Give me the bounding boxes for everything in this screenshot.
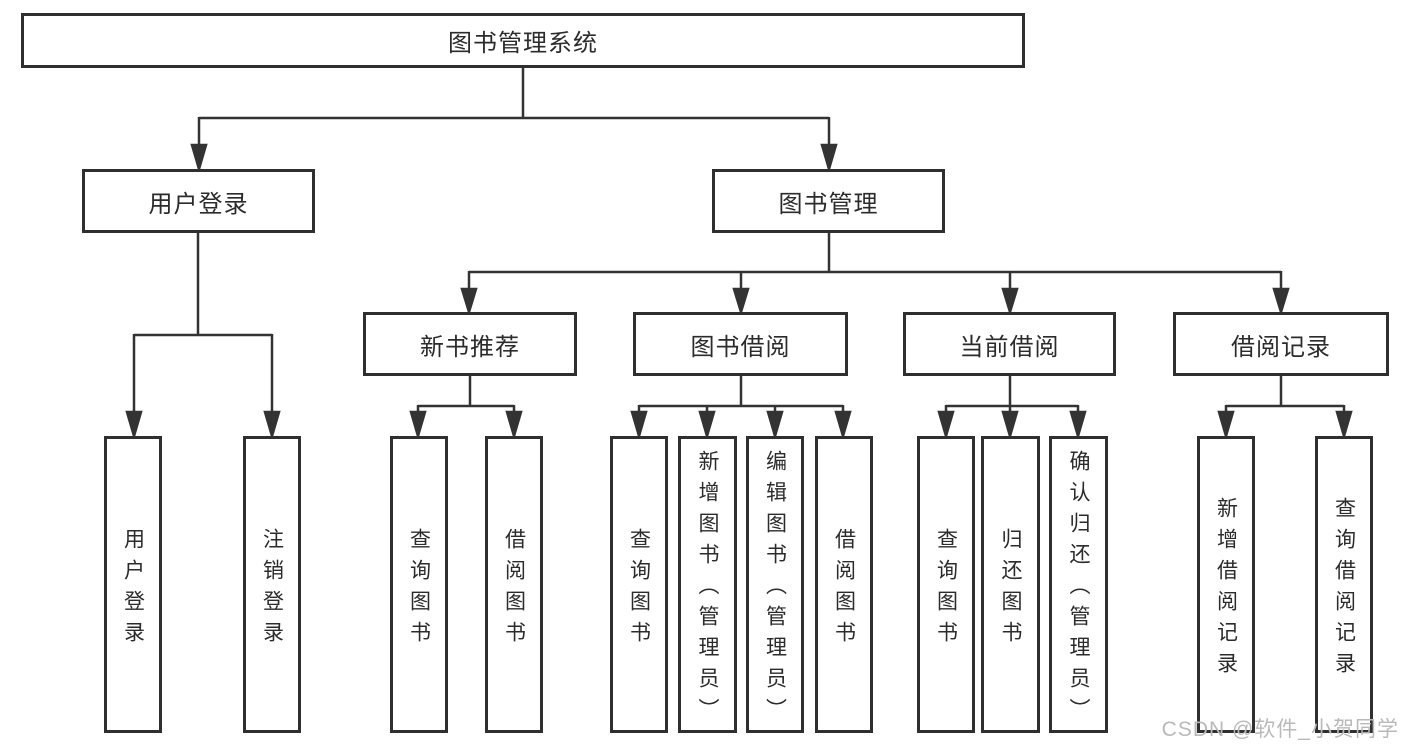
leaf-add-borrow-record: 新增借阅记录 (1197, 436, 1255, 733)
connector-root-to-level2 (190, 68, 838, 174)
leaf-edit-books-admin: 编辑图书（管理员） (746, 436, 804, 733)
node-new-book-recommend: 新书推荐 (363, 312, 577, 376)
connector-current-borrowing-children (937, 376, 1087, 441)
connector-book-borrowing-children (630, 376, 852, 441)
leaf-confirm-return-admin: 确认归还（管理员） (1049, 436, 1108, 733)
leaf-logout: 注销登录 (243, 436, 301, 733)
leaf-query-books-current: 查询图书 (917, 436, 975, 733)
leaf-query-books-borrowing: 查询图书 (610, 436, 668, 733)
connector-book-management-children (460, 233, 1290, 317)
node-user-login: 用户登录 (82, 169, 315, 233)
connector-user-login-children (125, 233, 281, 441)
node-library-management-system: 图书管理系统 (21, 13, 1025, 68)
leaf-query-books-recommend: 查询图书 (390, 436, 448, 733)
leaf-add-books-admin: 新增图书（管理员） (678, 436, 737, 733)
leaf-borrow-books-borrowing: 借阅图书 (815, 436, 873, 733)
csdn-watermark: CSDN @软件_小贺同学 (1161, 718, 1399, 741)
leaf-query-borrow-record: 查询借阅记录 (1315, 436, 1373, 733)
connector-new-book-recommend-children (409, 376, 523, 441)
node-borrow-records: 借阅记录 (1173, 312, 1389, 376)
leaf-borrow-books-recommend: 借阅图书 (485, 436, 543, 733)
leaf-return-books: 归还图书 (981, 436, 1040, 733)
node-book-management: 图书管理 (712, 169, 945, 233)
leaf-user-login: 用户登录 (104, 436, 162, 733)
node-current-borrowing: 当前借阅 (903, 312, 1116, 376)
connector-borrow-records-children (1217, 376, 1353, 441)
node-book-borrowing: 图书借阅 (633, 312, 848, 376)
